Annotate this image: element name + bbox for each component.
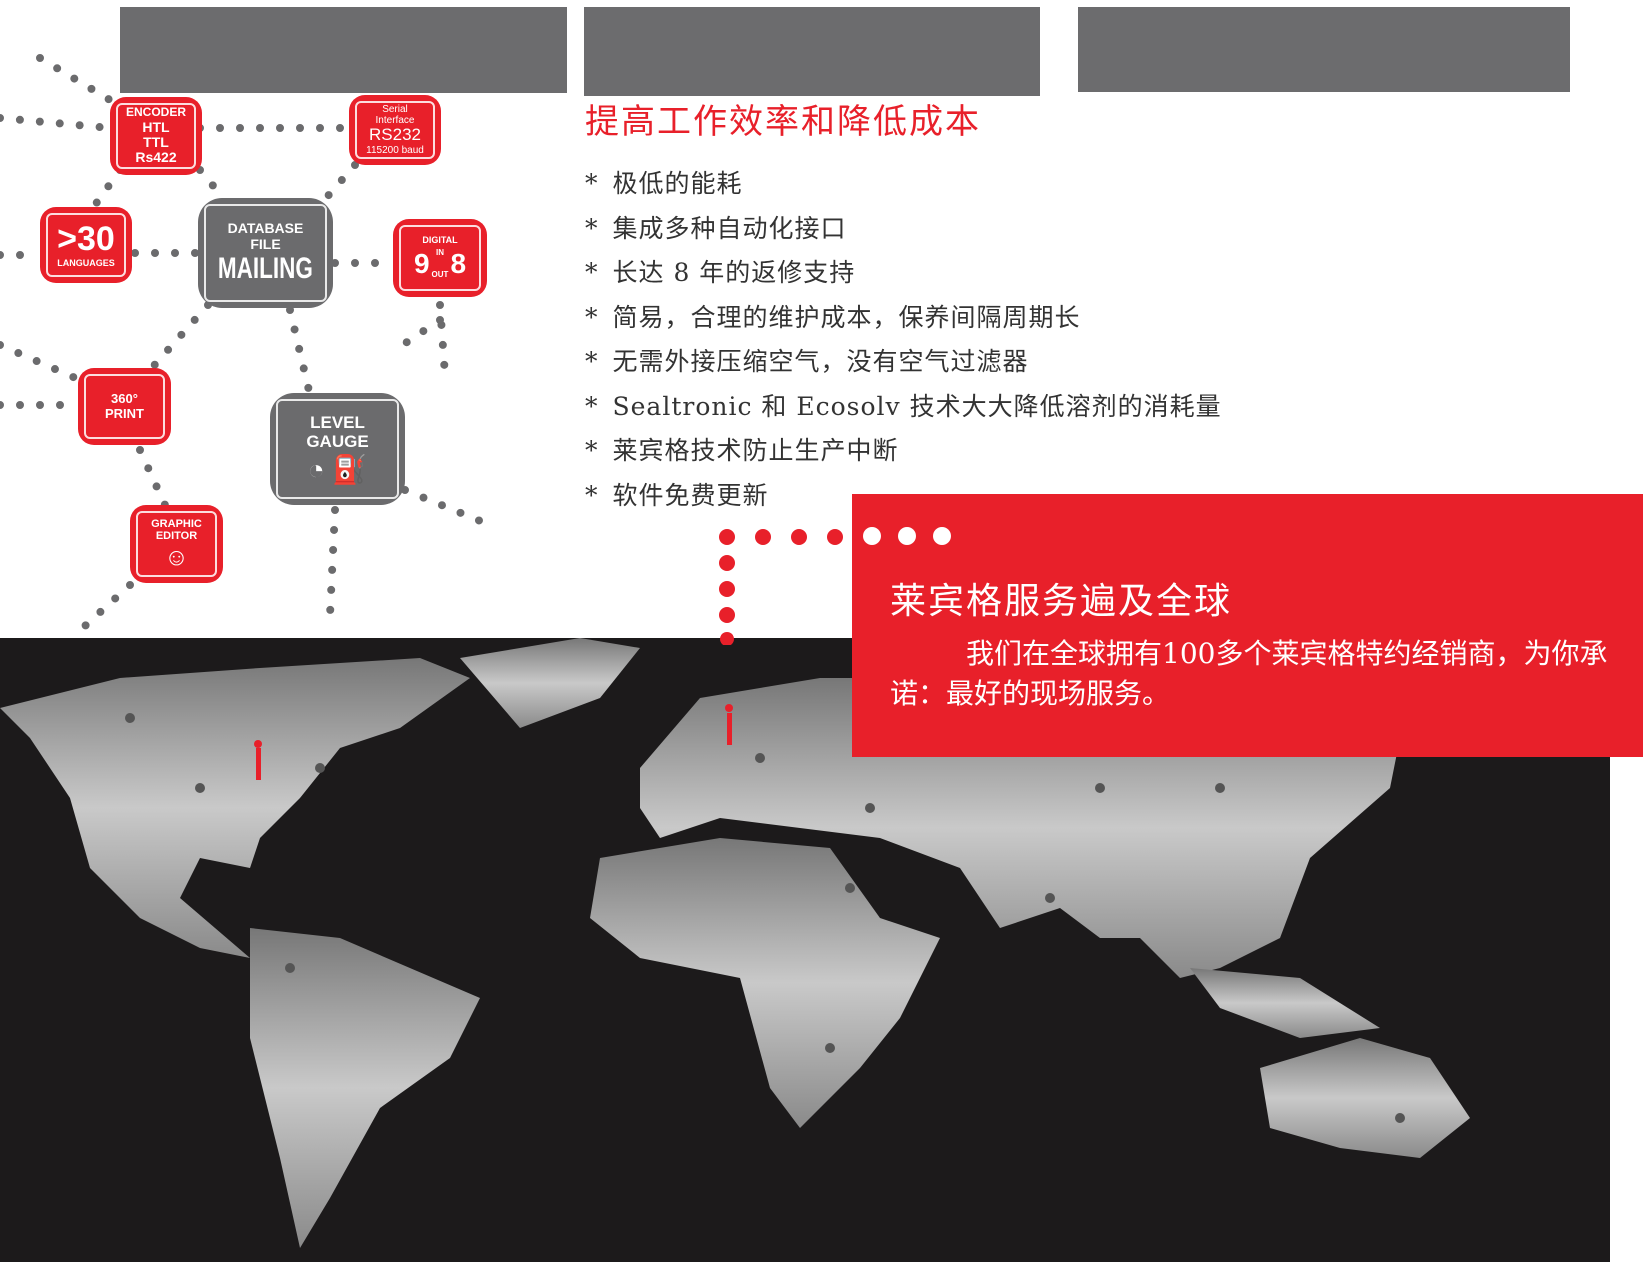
location-pins: [254, 704, 733, 780]
red-dotted-connector: [719, 529, 843, 645]
service-body: 我们在全球拥有100多个莱宾格特约经销商，为你承诺：最好的现场服务。: [890, 637, 1608, 710]
north-america: [0, 658, 470, 958]
greenland: [460, 638, 640, 728]
southeast-asia: [1190, 968, 1380, 1038]
dotted-connectors: [0, 54, 494, 639]
south-america: [250, 928, 480, 1248]
header-bar-2: [584, 7, 1040, 96]
list-item: *集成多种自动化接口: [585, 213, 847, 243]
global-service-box: 莱宾格服务遍及全球 我们在全球拥有100多个莱宾格特约经销商，为你承诺：最好的现…: [852, 494, 1643, 757]
list-item: *简易，合理的维护成本，保养间隔周期长: [585, 302, 1081, 332]
list-item: *无需外接压缩空气，没有空气过滤器: [585, 347, 1029, 376]
list-item: *软件免费更新: [585, 480, 769, 510]
list-item: *长达 8 年的返修支持: [585, 258, 856, 287]
features-title: 提高工作效率和降低成本: [585, 102, 981, 142]
header-bar-3: [1078, 7, 1570, 92]
header-bar-1: [120, 7, 567, 93]
360-print-icon: 360°PRINT: [78, 368, 171, 445]
feature-list: *极低的能耗 *集成多种自动化接口 *长达 8 年的返修支持 *简易，合理的维护…: [585, 162, 1222, 518]
list-item: *Sealtronic 和 Ecosolv 技术大大降低溶剂的消耗量: [585, 391, 1222, 421]
australia: [1260, 1038, 1470, 1158]
service-title: 莱宾格服务遍及全球: [890, 581, 1233, 622]
list-item: *极低的能耗: [585, 169, 743, 198]
africa: [590, 838, 940, 1128]
smiley-icon: ☺: [164, 544, 189, 572]
list-item: *莱宾格技术防止生产中断: [585, 436, 899, 465]
gauge-and-fuel-pump-icon: ◔ ⛽: [307, 453, 368, 485]
white-dots: [863, 527, 951, 545]
